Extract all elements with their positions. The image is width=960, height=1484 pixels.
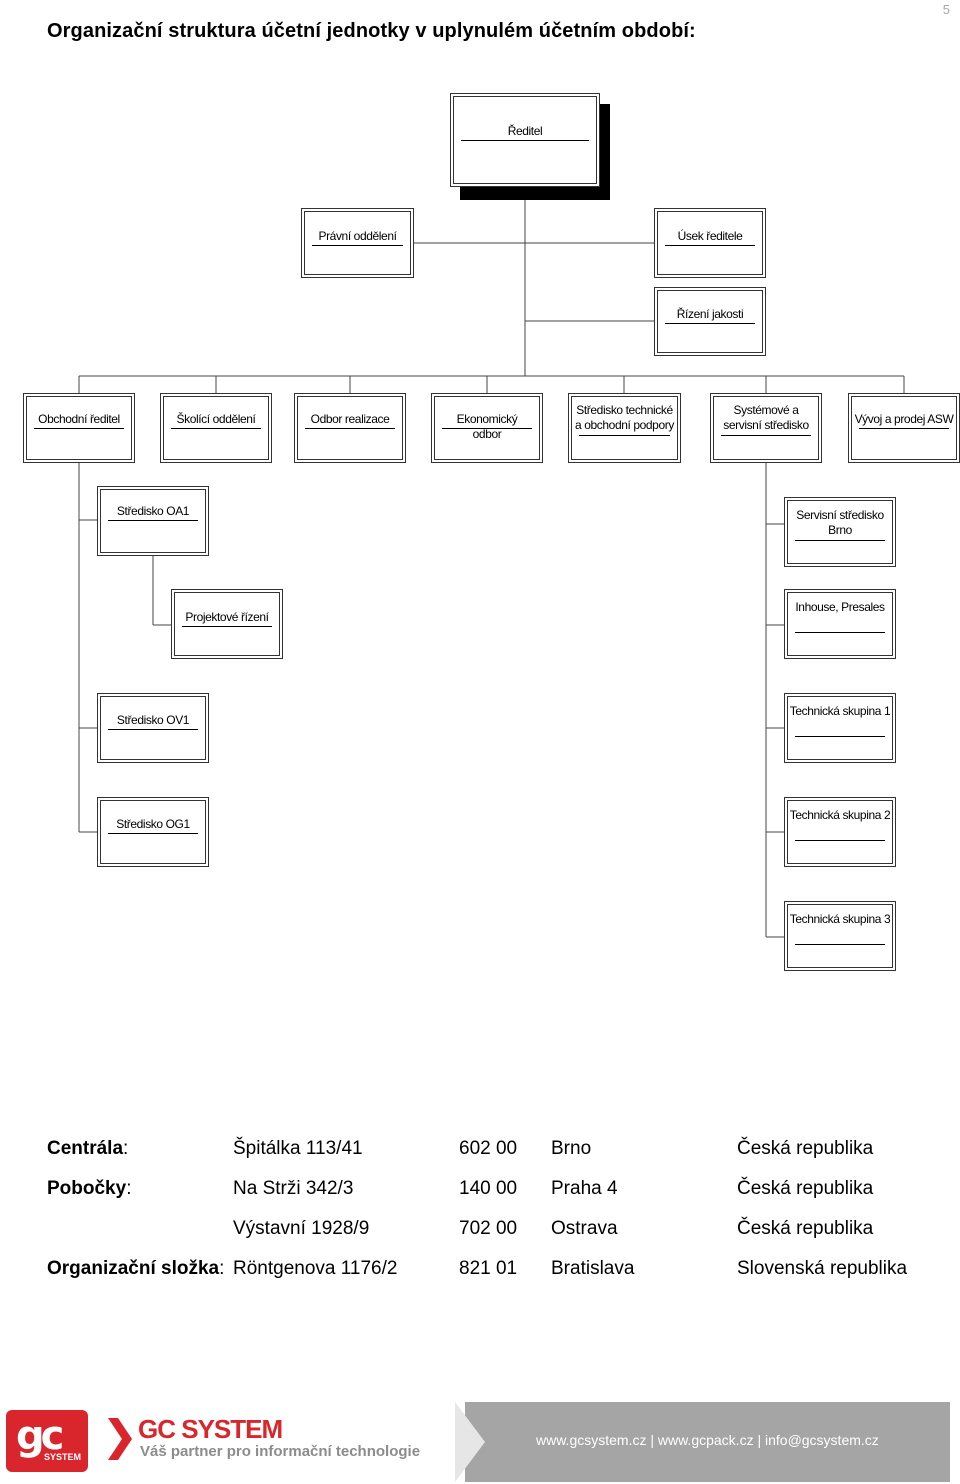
- dept-label: Odbor realizace: [310, 412, 390, 426]
- logo-mark: gc: [16, 1413, 64, 1459]
- unit-label: Technická skupina 1: [789, 704, 891, 718]
- address-city: Praha 4: [551, 1178, 618, 1199]
- org-box-dept-economic: Ekonomický odbor: [431, 393, 543, 463]
- address-street: Röntgenova 1176/2: [233, 1258, 398, 1279]
- address-zip: 140 00: [459, 1178, 518, 1199]
- page-heading: Organizační struktura účetní jednotky v …: [47, 20, 696, 42]
- director-office-label: Úsek ředitele: [677, 229, 743, 243]
- label-underline: [795, 540, 885, 541]
- page-number: 5: [942, 2, 950, 17]
- org-box-og1: Středisko OG1: [97, 797, 209, 867]
- address-row: Organizační složka: Röntgenova 1176/2 82…: [47, 1258, 927, 1286]
- unit-label: Středisko OA1: [116, 504, 190, 518]
- org-box-dept-asw: Vývoj a prodej ASW: [848, 393, 960, 463]
- org-box-director-office: Úsek ředitele: [654, 208, 766, 278]
- address-country: Slovenská republika: [737, 1258, 908, 1279]
- org-box-dept-realization: Odbor realizace: [294, 393, 406, 463]
- address-street: Špitálka 113/41: [233, 1138, 363, 1159]
- org-box-tech-group-3: Technická skupina 3: [784, 901, 896, 971]
- label-underline: [171, 428, 261, 429]
- footer-band: [465, 1402, 950, 1482]
- org-box-tech-group-2: Technická skupina 2: [784, 797, 896, 867]
- org-box-dept-training: Školící oddělení: [160, 393, 272, 463]
- label-underline: [721, 435, 811, 436]
- address-street: Výstavní 1928/9: [233, 1218, 370, 1239]
- unit-label: Inhouse, Presales: [795, 600, 885, 614]
- org-box-project: Projektové řízení: [171, 589, 283, 659]
- address-zip: 702 00: [459, 1218, 518, 1239]
- logo-subtext: SYSTEM: [44, 1452, 82, 1462]
- address-city: Ostrava: [551, 1218, 618, 1239]
- org-box-service-brno: Servisní středisko Brno: [784, 497, 896, 567]
- address-city: Brno: [551, 1138, 592, 1159]
- address-label: Organizační složka:: [47, 1258, 225, 1279]
- label-underline: [108, 833, 198, 834]
- org-box-dept-tech-support: Středisko technické a obchodní podpory: [568, 393, 681, 463]
- label-underline: [312, 245, 403, 246]
- unit-label: Technická skupina 2: [789, 808, 891, 822]
- address-row: Pobočky: Na Strži 342/3 140 00 Praha 4 Č…: [47, 1178, 927, 1206]
- address-row: Výstavní 1928/9 702 00 Ostrava Česká rep…: [47, 1218, 927, 1246]
- org-box-director: Ředitel: [450, 93, 600, 187]
- label-underline: [108, 729, 198, 730]
- dept-label: Systémové a servisní středisko: [723, 403, 809, 432]
- dept-label: Obchodní ředitel: [38, 412, 120, 426]
- address-country: Česká republika: [737, 1178, 874, 1199]
- dept-label: Středisko technické a obchodní podpory: [575, 403, 674, 432]
- label-underline: [108, 520, 198, 521]
- address-city: Bratislava: [551, 1258, 635, 1279]
- address-zip: 821 01: [459, 1258, 518, 1279]
- dept-label: Školící oddělení: [176, 412, 256, 426]
- label-underline: [795, 840, 885, 841]
- brand-tagline: Váš partner pro informační technologie: [140, 1443, 421, 1460]
- unit-label: Projektové řízení: [185, 610, 269, 624]
- address-row: Centrála: Špitálka 113/41 602 00 Brno Če…: [47, 1138, 927, 1166]
- label-underline: [795, 632, 885, 633]
- label-underline: [305, 428, 395, 429]
- label-underline: [795, 736, 885, 737]
- unit-label: Středisko OG1: [116, 817, 190, 831]
- brand-name: GC SYSTEM: [138, 1414, 283, 1444]
- label-underline: [442, 428, 532, 429]
- label-underline: [34, 428, 124, 429]
- address-street: Na Strži 342/3: [233, 1178, 354, 1199]
- address-country: Česká republika: [737, 1218, 874, 1239]
- label-underline: [795, 944, 885, 945]
- label-underline: [182, 626, 272, 627]
- address-country: Česká republika: [737, 1138, 874, 1159]
- dept-label: Vývoj a prodej ASW: [854, 412, 954, 426]
- label-underline: [461, 140, 589, 141]
- org-box-inhouse: Inhouse, Presales: [784, 589, 896, 659]
- label-underline: [859, 428, 949, 429]
- org-box-oa1: Středisko OA1: [97, 486, 209, 556]
- org-chart-connectors: [78, 198, 905, 938]
- unit-label: Středisko OV1: [116, 713, 190, 727]
- label-underline: [665, 323, 755, 324]
- label-underline: [579, 435, 670, 436]
- footer-contact-links[interactable]: www.gcsystem.cz | www.gcpack.cz | info@g…: [536, 1432, 879, 1448]
- legal-label: Právní oddělení: [318, 229, 397, 243]
- org-box-ov1: Středisko OV1: [97, 693, 209, 763]
- address-label: Centrála:: [47, 1138, 129, 1159]
- dept-label: Ekonomický odbor: [456, 412, 518, 441]
- org-box-legal: Právní oddělení: [301, 208, 414, 278]
- label-underline: [665, 245, 755, 246]
- org-box-tech-group-1: Technická skupina 1: [784, 693, 896, 763]
- org-box-quality: Řízení jakosti: [654, 287, 766, 356]
- brand-chevron-icon: [108, 1418, 132, 1460]
- quality-label: Řízení jakosti: [676, 307, 744, 321]
- address-label: Pobočky:: [47, 1178, 132, 1199]
- unit-label: Servisní středisko Brno: [796, 508, 884, 537]
- address-zip: 602 00: [459, 1138, 518, 1159]
- org-box-dept-system-service: Systémové a servisní středisko: [710, 393, 822, 463]
- director-label: Ředitel: [507, 124, 543, 138]
- org-box-dept-sales: Obchodní ředitel: [23, 393, 135, 463]
- unit-label: Technická skupina 3: [789, 912, 891, 926]
- gc-system-logo: gc SYSTEM: [6, 1410, 88, 1472]
- footer-chevron: [455, 1402, 485, 1482]
